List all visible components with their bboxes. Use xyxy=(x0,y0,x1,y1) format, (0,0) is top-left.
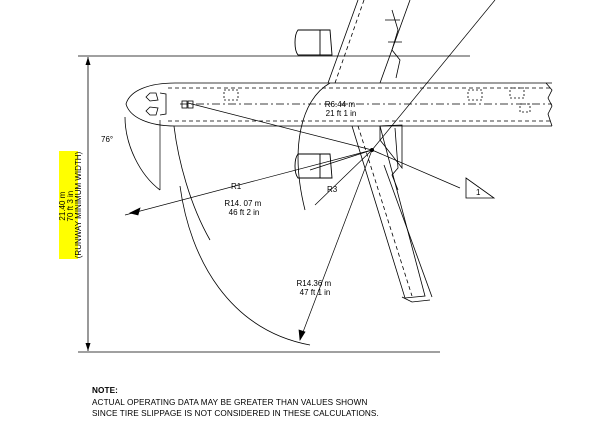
r6-44-label: R6.44 m 21 ft 1 in xyxy=(325,100,357,118)
note-line-2: SINCE TIRE SLIPPAGE IS NOT CONSIDERED IN… xyxy=(92,409,379,418)
lower-wing xyxy=(351,125,433,303)
runway-width-highlight xyxy=(59,151,78,259)
note-title: NOTE: xyxy=(92,386,118,395)
angle-label: 76° xyxy=(101,135,113,144)
r1-label: R1 xyxy=(231,182,242,191)
note-line-1: ACTUAL OPERATING DATA MAY BE GREATER THA… xyxy=(92,398,368,407)
radius-lines xyxy=(124,0,496,342)
reference-flag: 1 xyxy=(465,177,496,199)
r6-arc xyxy=(297,82,331,211)
inner-arc xyxy=(173,125,211,241)
r14-36-label: R14.36 m 47 ft 1 in xyxy=(297,279,334,297)
lower-engine xyxy=(294,153,333,179)
nose-arc xyxy=(124,116,161,191)
turn-center xyxy=(370,148,374,152)
r14-07-arc xyxy=(179,185,311,346)
upper-engine xyxy=(294,29,333,56)
svg-text:1: 1 xyxy=(476,188,481,197)
upper-wing xyxy=(327,0,411,84)
runway-width-text: 21.40 m 70 ft 3 in (RUNWAY MINIMUM WIDTH… xyxy=(58,151,83,258)
horizontal-stabilizer xyxy=(379,124,403,170)
runway-width-dimension: 21.40 m 70 ft 3 in (RUNWAY MINIMUM WIDTH… xyxy=(58,57,91,351)
r3-label: R3 xyxy=(327,185,338,194)
r14-07-label: R14. 07 m 46 ft 2 in xyxy=(224,199,263,217)
turn-arcs xyxy=(124,82,331,346)
